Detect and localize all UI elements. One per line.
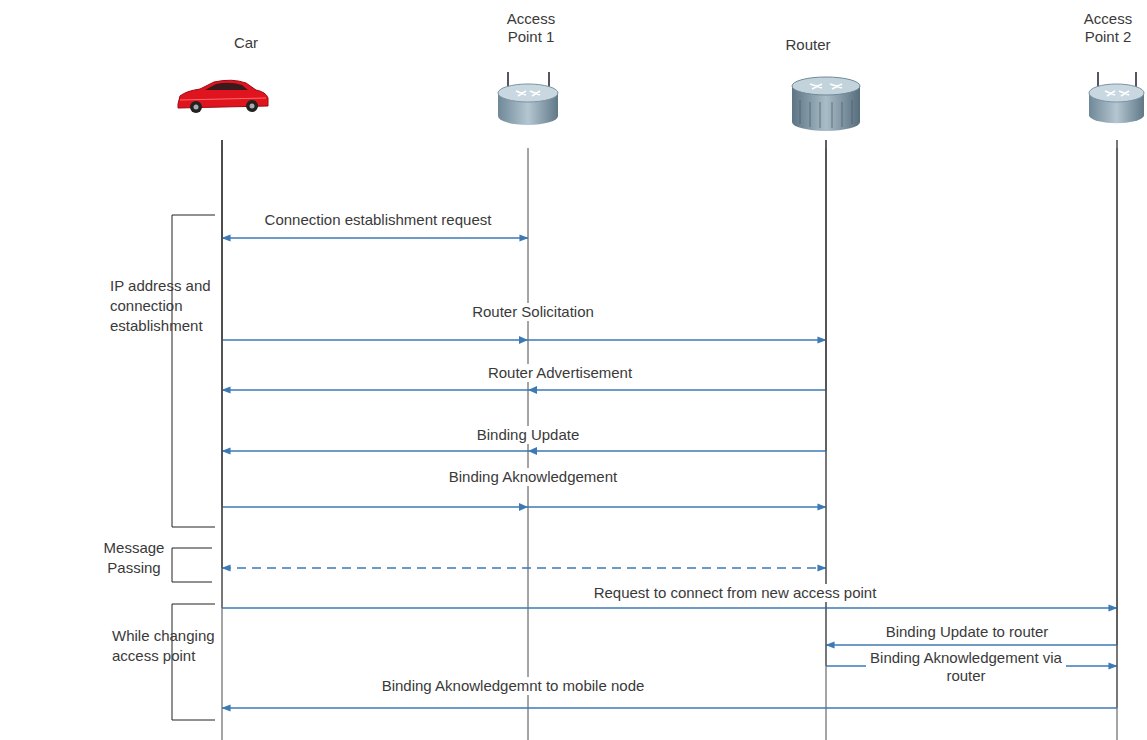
access-point-icon: [1089, 72, 1144, 123]
participant-box: Access Point 1: [489, 10, 573, 140]
message-arrow: [222, 140, 1117, 608]
phase-label: While changing access point: [112, 626, 236, 666]
participant-box: Router: [761, 36, 855, 140]
access-point-icon: [498, 72, 558, 125]
message-arrow: [826, 140, 1117, 645]
message-label: Binding Aknowledgemnt to mobile node: [379, 677, 648, 695]
message-label: Router Solicitation: [469, 303, 597, 321]
participant-box: Car: [199, 34, 293, 140]
message-arrow: [222, 140, 826, 511]
participant-box: Access Point 2: [1073, 10, 1143, 140]
message-label: Binding Aknowledgement: [446, 468, 620, 486]
message-label: Binding Update to router: [883, 623, 1052, 641]
message-arrow: [222, 140, 1117, 708]
participant-label: Router: [761, 36, 855, 54]
message-arrow: [222, 140, 528, 238]
participant-label: Access Point 2: [1073, 10, 1143, 46]
phase-label: Message Passing: [98, 538, 170, 578]
message-label: Request to connect from new access point: [591, 584, 880, 602]
message-label: Binding Aknowledgement via router: [866, 649, 1066, 685]
lifelines: [222, 148, 1117, 740]
message-label: Connection establishment request: [262, 211, 495, 229]
participant-label: Access Point 1: [489, 10, 573, 46]
message-label: Binding Update: [474, 426, 583, 444]
message-arrow: [222, 140, 826, 394]
message-label: Router Advertisement: [485, 364, 635, 382]
phase-label: IP address and connection establishment: [110, 276, 228, 336]
car-icon: [178, 80, 268, 113]
participant-label: Car: [199, 34, 293, 52]
message-arrow: [222, 140, 826, 568]
message-arrow: [222, 140, 826, 344]
message-arrow: [222, 140, 826, 455]
router-icon: [792, 77, 860, 131]
